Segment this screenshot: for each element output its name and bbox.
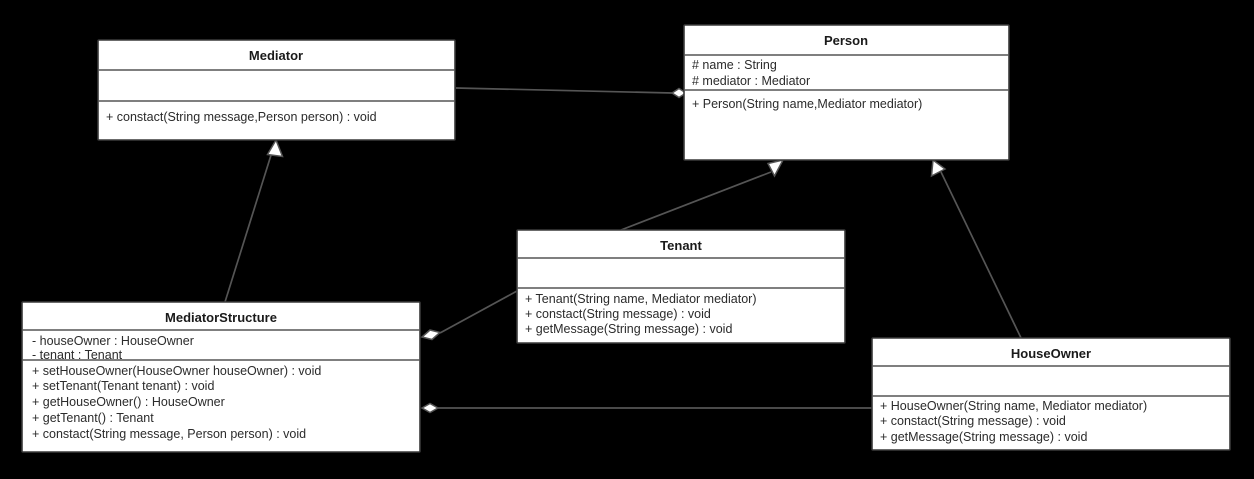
class-method-house-owner-1: + constact(String message) : void (880, 414, 1066, 428)
class-method-tenant-0: + Tenant(String name, Mediator mediator) (525, 292, 756, 306)
class-title-mediator-structure: MediatorStructure (165, 310, 277, 325)
class-method-house-owner-2: + getMessage(String message) : void (880, 430, 1087, 444)
class-box-mediator[interactable]: Mediator + constact(String message,Perso… (97, 39, 456, 141)
relationship-tenant-person (620, 158, 785, 231)
class-method-mediator-structure-1: + setTenant(Tenant tenant) : void (32, 379, 214, 393)
edge-line-mediatorstructure-mediator (224, 151, 273, 303)
relationship-mediator-person (455, 87, 688, 99)
class-box-person-frame (683, 24, 1010, 161)
edge-line-mediatorstructure-tenant (439, 290, 518, 334)
class-method-mediator-structure-2: + getHouseOwner() : HouseOwner (32, 395, 225, 409)
class-attribute-person-0: # name : String (692, 58, 777, 72)
class-box-house-owner[interactable]: HouseOwner + HouseOwner(String name, Med… (871, 337, 1231, 451)
class-method-mediator-structure-0: + setHouseOwner(HouseOwner houseOwner) :… (32, 364, 321, 378)
class-box-mediator-structure[interactable]: MediatorStructure - houseOwner : HouseOw… (21, 301, 421, 453)
class-method-tenant-2: + getMessage(String message) : void (525, 322, 732, 336)
edge-line-houseowner-person (940, 171, 1023, 341)
class-attribute-mediator-structure-0: - houseOwner : HouseOwner (32, 334, 194, 348)
class-method-house-owner-0: + HouseOwner(String name, Mediator media… (880, 399, 1147, 413)
class-title-house-owner: HouseOwner (1011, 346, 1091, 361)
hollow-triangle-marker-mediator (266, 138, 284, 158)
relationship-mediatorstructure-tenant (420, 290, 518, 341)
edge-line-mediator-person (455, 87, 673, 94)
edge-line-tenant-person (620, 171, 772, 231)
class-box-mediator-structure-frame (21, 301, 421, 453)
relationship-mediatorstructure-houseowner (420, 402, 872, 414)
hollow-triangle-marker-person-houseowner (930, 158, 947, 178)
class-method-person-0: + Person(String name,Mediator mediator) (692, 97, 922, 111)
class-method-mediator-0: + constact(String message,Person person)… (106, 110, 377, 124)
hollow-diamond-marker-mediatorstructure-tenant (420, 329, 442, 341)
class-title-tenant: Tenant (660, 238, 702, 253)
class-box-mediator-frame (97, 39, 456, 141)
class-title-mediator: Mediator (249, 48, 303, 63)
class-attribute-mediator-structure-1: - tenant : Tenant (32, 348, 123, 362)
class-attribute-person-1: # mediator : Mediator (692, 74, 810, 88)
relationship-houseowner-person (930, 158, 1023, 341)
class-title-person: Person (824, 33, 868, 48)
hollow-diamond-marker-mediatorstructure-houseowner (420, 402, 440, 414)
relationship-mediatorstructure-mediator (224, 138, 284, 303)
hollow-triangle-marker-person-tenant (766, 158, 785, 178)
class-box-tenant[interactable]: Tenant + Tenant(String name, Mediator me… (516, 229, 846, 344)
class-method-tenant-1: + constact(String message) : void (525, 307, 711, 321)
class-box-person[interactable]: Person # name : String # mediator : Medi… (683, 24, 1010, 161)
class-method-mediator-structure-3: + getTenant() : Tenant (32, 411, 154, 425)
class-method-mediator-structure-4: + constact(String message, Person person… (32, 427, 306, 441)
